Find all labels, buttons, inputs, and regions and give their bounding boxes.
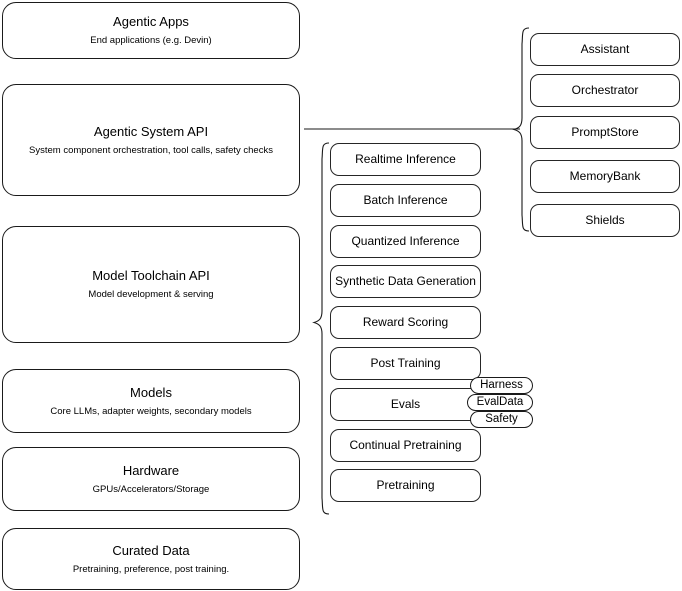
layer-subtitle: GPUs/Accelerators/Storage — [92, 483, 210, 495]
layer-subtitle: Core LLMs, adapter weights, secondary mo… — [50, 405, 252, 417]
layer-subtitle: End applications (e.g. Devin) — [90, 35, 212, 46]
layer-subtitle: Pretraining, preference, post training. — [72, 563, 230, 575]
layer-title: Agentic System API — [93, 123, 209, 139]
layer-agentic-system-api[interactable]: Agentic System API System component orch… — [2, 84, 300, 196]
item-label: Pretraining — [376, 478, 435, 492]
item-label: Synthetic Data Generation — [335, 274, 476, 288]
item-label: Realtime Inference — [355, 152, 456, 166]
layer-subtitle: Model development & serving — [88, 289, 214, 300]
system-component-orchestrator[interactable]: Orchestrator — [530, 74, 680, 107]
item-label: Evals — [390, 397, 421, 411]
system-component-memorybank[interactable]: MemoryBank — [530, 160, 680, 193]
toolchain-item-evals[interactable]: Evals — [330, 388, 481, 421]
layer-title: Curated Data — [112, 542, 190, 558]
pill-label: Harness — [480, 379, 523, 391]
evals-subitem-harness[interactable]: Harness — [470, 377, 533, 394]
pill-label: Safety — [485, 413, 518, 425]
evals-subitem-safety[interactable]: Safety — [470, 411, 533, 428]
item-label: Reward Scoring — [362, 315, 449, 329]
toolchain-item-batch-inference[interactable]: Batch Inference — [330, 184, 481, 217]
layer-agentic-apps[interactable]: Agentic Apps End applications (e.g. Devi… — [2, 2, 300, 59]
system-component-assistant[interactable]: Assistant — [530, 33, 680, 66]
item-label: Assistant — [580, 42, 630, 56]
pill-label: EvalData — [476, 396, 524, 408]
item-label: Orchestrator — [571, 83, 639, 97]
item-label: Post Training — [370, 356, 441, 370]
layer-model-toolchain-api[interactable]: Model Toolchain API Model development & … — [2, 226, 300, 343]
item-label: Continual Pretraining — [349, 438, 462, 452]
layer-title: Hardware — [122, 462, 180, 478]
system-component-shields[interactable]: Shields — [530, 204, 680, 237]
layer-curated-data[interactable]: Curated Data Pretraining, preference, po… — [2, 528, 300, 590]
layer-hardware[interactable]: Hardware GPUs/Accelerators/Storage — [2, 447, 300, 511]
evals-subitem-evaldata[interactable]: EvalData — [467, 394, 533, 411]
layer-models[interactable]: Models Core LLMs, adapter weights, secon… — [2, 369, 300, 433]
layer-title: Model Toolchain API — [92, 268, 210, 283]
item-label: Batch Inference — [363, 193, 448, 207]
item-label: MemoryBank — [569, 169, 641, 183]
brace-system-components — [512, 27, 530, 232]
brace-toolchain-items — [312, 142, 330, 515]
layer-title: Models — [130, 384, 172, 400]
layer-title: Agentic Apps — [113, 14, 189, 29]
toolchain-item-post-training[interactable]: Post Training — [330, 347, 481, 380]
toolchain-item-quantized-inference[interactable]: Quantized Inference — [330, 225, 481, 258]
toolchain-item-synthetic-data-generation[interactable]: Synthetic Data Generation — [330, 265, 481, 298]
layer-subtitle: System component orchestration, tool cal… — [29, 144, 273, 156]
item-label: Shields — [585, 213, 625, 227]
item-label: PromptStore — [571, 125, 639, 139]
item-label: Quantized Inference — [351, 234, 460, 248]
toolchain-item-continual-pretraining[interactable]: Continual Pretraining — [330, 429, 481, 462]
toolchain-item-reward-scoring[interactable]: Reward Scoring — [330, 306, 481, 339]
toolchain-item-realtime-inference[interactable]: Realtime Inference — [330, 143, 481, 176]
system-component-promptstore[interactable]: PromptStore — [530, 116, 680, 149]
toolchain-item-pretraining[interactable]: Pretraining — [330, 469, 481, 502]
